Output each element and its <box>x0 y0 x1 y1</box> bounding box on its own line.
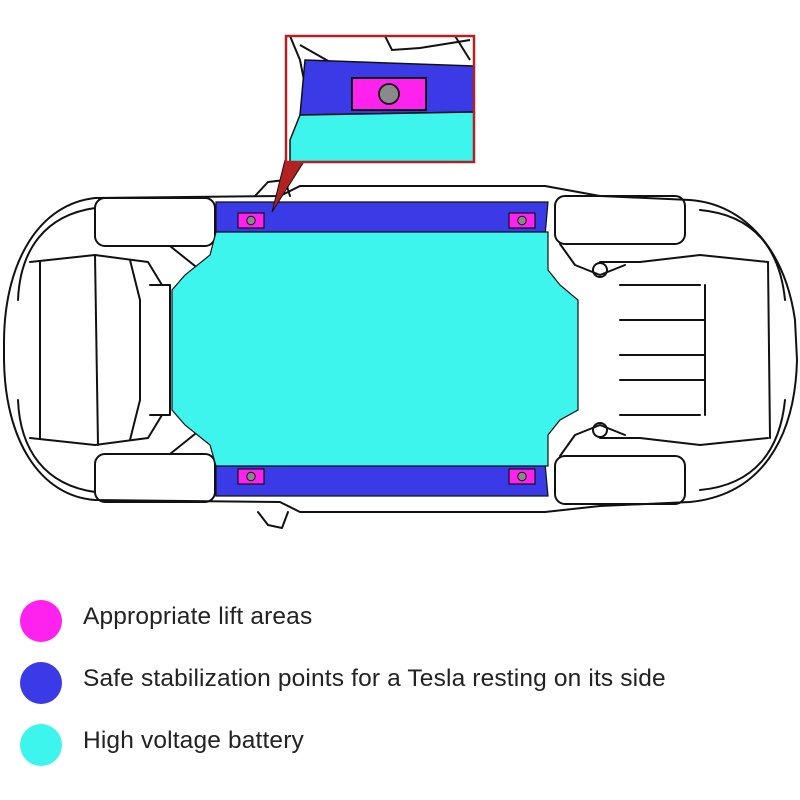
lift-point-front-left <box>508 212 536 229</box>
right-mirror <box>257 511 289 529</box>
stabilization-swatch <box>20 662 62 704</box>
lift-point-rear-left <box>237 212 265 229</box>
stabilization-rail-bottom <box>215 462 549 497</box>
lift-area-swatch <box>20 600 62 642</box>
legend-item-lift-areas: Appropriate lift areas <box>20 590 790 652</box>
rear-left-tire <box>94 197 216 247</box>
callout-frame <box>284 34 476 164</box>
legend-item-stabilization: Safe stabilization points for a Tesla re… <box>20 652 790 714</box>
car-outline <box>3 179 798 529</box>
tesla-underbody-diagram <box>3 34 798 529</box>
battery-swatch <box>20 724 62 766</box>
legend-label: Safe stabilization points for a Tesla re… <box>83 665 666 692</box>
legend: Appropriate lift areas Safe stabilizatio… <box>20 590 790 776</box>
stabilization-rail-top <box>215 201 549 237</box>
front-left-tire <box>554 195 686 245</box>
high-voltage-battery-area <box>171 231 579 467</box>
zoom-callout <box>271 34 476 213</box>
lift-point-rear-right <box>237 468 265 485</box>
rear-right-tire <box>94 453 216 503</box>
front-right-tire <box>554 455 686 505</box>
lift-points <box>237 212 536 485</box>
legend-label: Appropriate lift areas <box>83 603 313 630</box>
legend-label: High voltage battery <box>83 727 304 754</box>
legend-item-battery: High voltage battery <box>20 714 790 776</box>
lift-point-front-right <box>508 468 536 485</box>
